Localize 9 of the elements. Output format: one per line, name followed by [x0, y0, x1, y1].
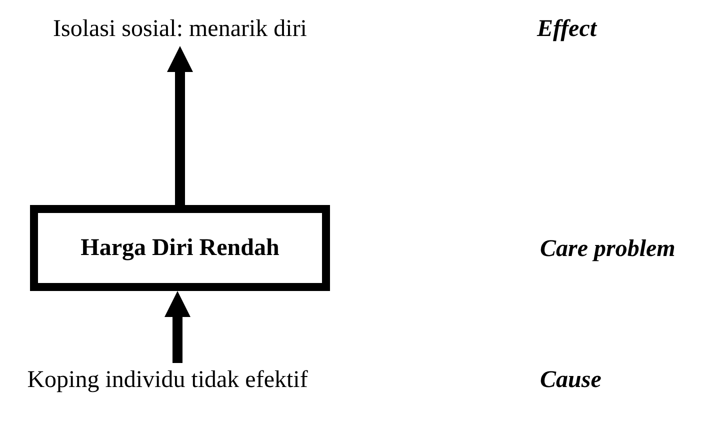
arrow: [164, 291, 190, 363]
node-text: Koping individu tidak efektif: [27, 366, 308, 394]
level-label: Cause: [540, 366, 602, 395]
level-label: Effect: [537, 15, 597, 44]
arrow: [167, 46, 193, 205]
process-box: [30, 205, 330, 291]
node-text: Isolasi sosial: menarik diri: [53, 16, 307, 42]
box-title: Harga Diri Rendah: [80, 234, 280, 262]
level-label: Care problem: [540, 235, 676, 264]
